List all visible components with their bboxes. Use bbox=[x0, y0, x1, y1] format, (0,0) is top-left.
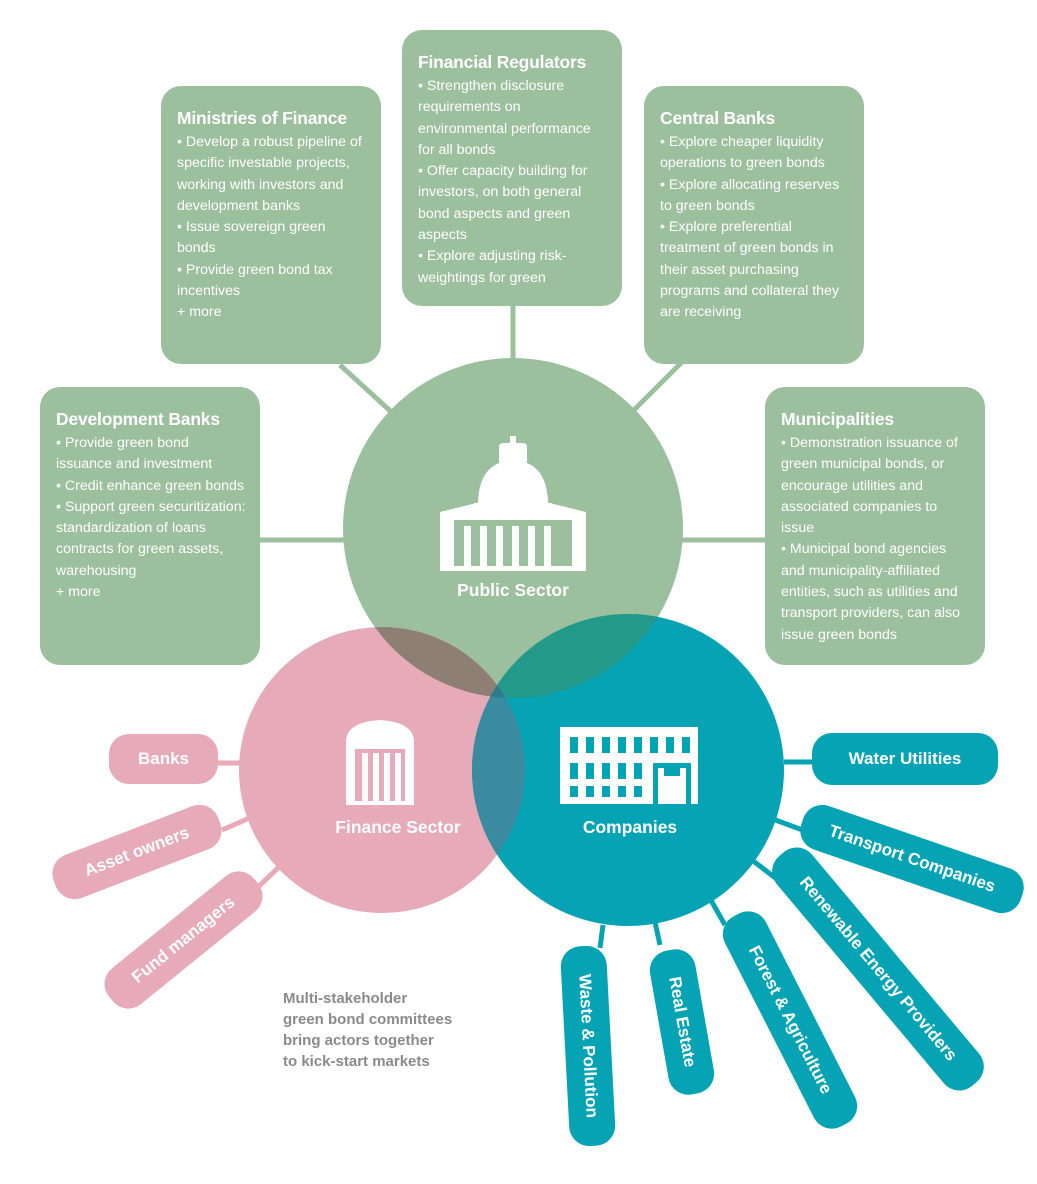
box-development-banks: Development Banks Provide green bond iss… bbox=[40, 387, 260, 665]
list-item: Strengthen disclosure requirements on en… bbox=[418, 76, 608, 161]
list-item: Municipal bond agencies and municipality… bbox=[781, 539, 971, 645]
pill-water-utilities: Water Utilities bbox=[812, 733, 998, 785]
list-item: Offer capacity building for investors, o… bbox=[418, 161, 608, 246]
finance-sector-circle bbox=[239, 627, 525, 913]
box-list: Provide green bond issuance and investme… bbox=[56, 433, 246, 582]
connector-asset-owners bbox=[221, 814, 253, 833]
companies-label: Companies bbox=[582, 817, 678, 837]
box-list: Develop a robust pipeline of specific in… bbox=[177, 132, 367, 302]
connector-central-banks bbox=[628, 360, 684, 416]
list-item: Explore adjusting risk-weightings for gr… bbox=[418, 246, 608, 289]
box-list: Strengthen disclosure requirements on en… bbox=[418, 76, 608, 289]
list-item: Demonstration issuance of green municipa… bbox=[781, 433, 971, 539]
public-sector-label: Public Sector bbox=[457, 580, 569, 600]
more-label: + more bbox=[56, 584, 101, 601]
box-title: Central Banks bbox=[660, 108, 776, 128]
office-building-icon bbox=[560, 727, 698, 804]
box-financial-regulators: Financial Regulators Strengthen disclosu… bbox=[402, 30, 622, 306]
box-title: Financial Regulators bbox=[418, 52, 587, 72]
connector-waste bbox=[597, 924, 606, 949]
list-item: Provide green bond issuance and investme… bbox=[56, 433, 246, 476]
box-title: Development Banks bbox=[56, 409, 220, 429]
connector-ministries bbox=[338, 363, 400, 420]
more-label: + more bbox=[177, 304, 222, 321]
box-list: Demonstration issuance of green municipa… bbox=[781, 433, 971, 646]
bank-building-icon bbox=[346, 720, 414, 805]
list-item: Explore allocating reserves to green bon… bbox=[660, 175, 850, 218]
list-item: Explore preferential treatment of green … bbox=[660, 217, 850, 323]
caption-line: Multi-stakeholder bbox=[283, 990, 408, 1007]
list-item: Explore cheaper liquidity operations to … bbox=[660, 132, 850, 175]
list-item: Support green securitization: standardiz… bbox=[56, 497, 246, 582]
caption-line: bring actors together bbox=[283, 1032, 434, 1049]
list-item: Develop a robust pipeline of specific in… bbox=[177, 132, 367, 217]
pill-banks: Banks bbox=[109, 734, 218, 784]
caption-line: to kick-start markets bbox=[283, 1053, 430, 1070]
caption: Multi-stakeholder green bond committees … bbox=[283, 988, 503, 1072]
capitol-building-icon bbox=[440, 436, 586, 571]
box-municipalities: Municipalities Demonstration issuance of… bbox=[765, 387, 985, 665]
box-central-banks: Central Banks Explore cheaper liquidity … bbox=[644, 86, 864, 364]
list-item: Provide green bond tax incentives bbox=[177, 260, 367, 303]
list-item: Credit enhance green bonds bbox=[56, 476, 246, 497]
box-list: Explore cheaper liquidity operations to … bbox=[660, 132, 850, 324]
list-item: Issue sovereign green bonds bbox=[177, 217, 367, 260]
box-title: Ministries of Finance bbox=[177, 108, 347, 128]
overlap-public-companies bbox=[472, 614, 683, 698]
connector-real-estate bbox=[652, 921, 663, 946]
finance-sector-label: Finance Sector bbox=[335, 817, 461, 837]
caption-line: green bond committees bbox=[283, 1011, 453, 1028]
box-ministries-of-finance: Ministries of Finance Develop a robust p… bbox=[161, 86, 381, 364]
box-title: Municipalities bbox=[781, 409, 894, 429]
